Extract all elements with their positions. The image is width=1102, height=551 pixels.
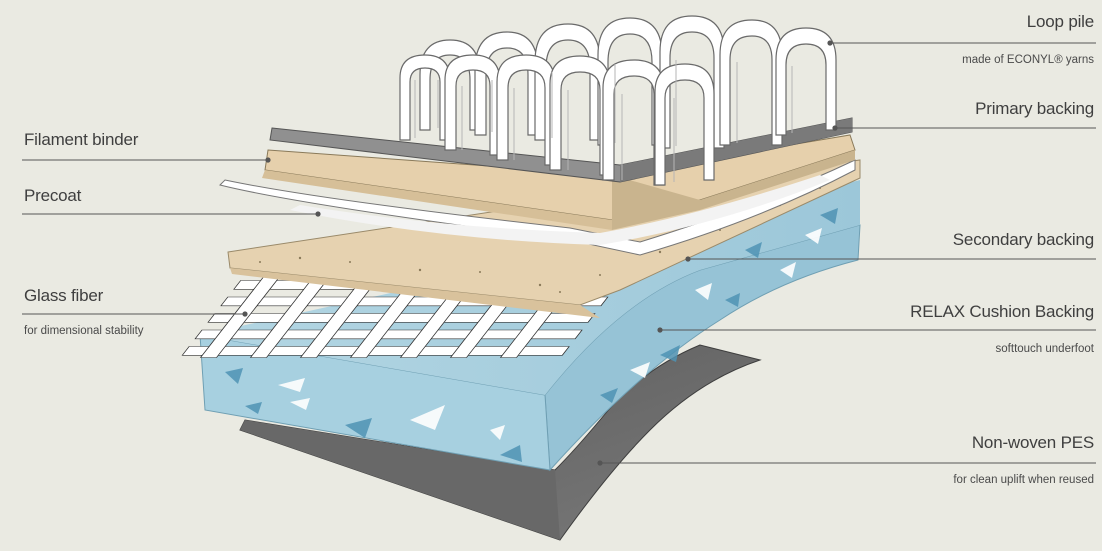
label-precoat: Precoat xyxy=(24,186,82,205)
label-non-woven-pes-sub: for clean uplift when reused xyxy=(953,474,1094,486)
label-filament-binder: Filament binder xyxy=(24,130,139,149)
leader-lines xyxy=(22,40,1096,466)
label-relax-cushion-sub: softtouch underfoot xyxy=(995,343,1094,355)
label-primary-backing: Primary backing xyxy=(975,99,1094,118)
label-glass-fiber-sub: for dimensional stability xyxy=(24,325,144,337)
label-loop-pile: Loop pile xyxy=(1026,12,1094,31)
non-woven-pes-layer xyxy=(239,344,762,541)
label-relax-cushion: RELAX Cushion Backing xyxy=(910,302,1094,321)
label-secondary-backing: Secondary backing xyxy=(952,230,1094,249)
filament-binder-layer xyxy=(262,134,856,230)
loop-pile xyxy=(399,15,837,186)
label-glass-fiber: Glass fiber xyxy=(24,286,104,305)
label-non-woven-pes: Non-woven PES xyxy=(971,433,1094,452)
label-loop-pile-sub: made of ECONYL® yarns xyxy=(962,54,1094,66)
